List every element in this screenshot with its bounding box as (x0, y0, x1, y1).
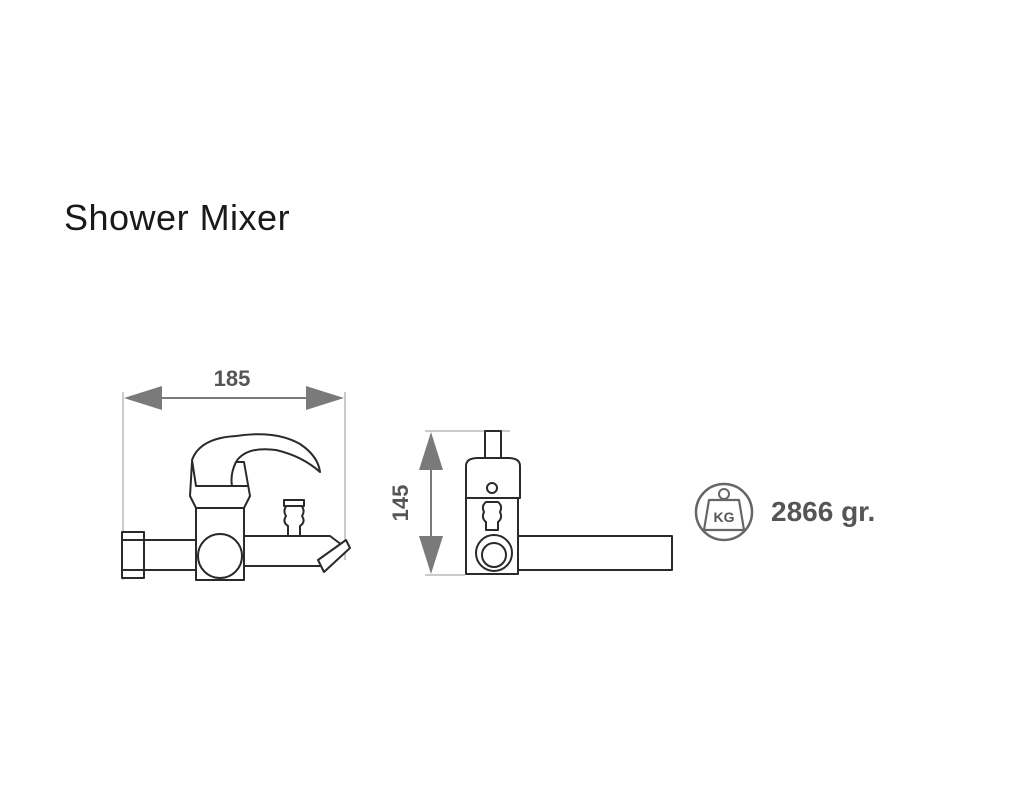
lever-handle (191, 433, 321, 487)
spout-tip (317, 539, 351, 573)
diverter-knob (283, 501, 305, 537)
handle-round (197, 533, 243, 579)
width-dimension: 185 (122, 366, 346, 580)
width-arrow-right (306, 386, 344, 410)
side-view (465, 430, 673, 575)
product-title: Shower Mixer (64, 197, 291, 238)
front-view (121, 433, 351, 581)
width-label: 185 (214, 366, 251, 391)
weight-value: 2866 gr. (771, 496, 875, 527)
height-label: 145 (388, 485, 413, 522)
height-arrow-top (419, 432, 443, 470)
inlet-nut (121, 531, 145, 579)
kg-weight-icon (702, 488, 746, 532)
side-outlet-inner (481, 542, 507, 568)
weight-indicator: KG 2866 gr. (694, 482, 875, 542)
kg-icon-label: KG (714, 509, 735, 525)
side-knob (481, 501, 503, 531)
side-cap-screw (486, 482, 498, 494)
body-pipe (143, 539, 197, 571)
height-arrow-bottom (419, 536, 443, 574)
height-dimension: 145 (388, 430, 510, 576)
weight-icon-circle (694, 482, 754, 542)
width-arrow-left (124, 386, 162, 410)
side-spout (515, 535, 673, 571)
side-lever-cap (465, 457, 521, 499)
